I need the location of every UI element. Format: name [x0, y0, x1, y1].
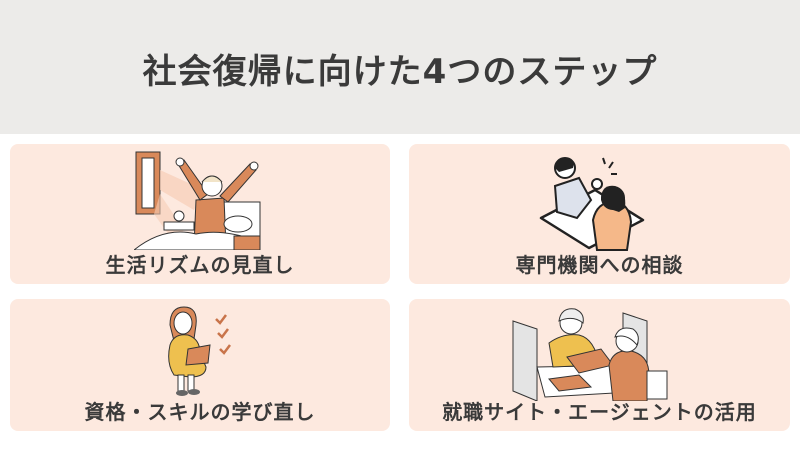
step-label: 専門機関への相談 [515, 253, 684, 277]
header-banner: 社会復帰に向けた4つのステップ [0, 0, 800, 134]
step-card-professional-consultation: 専門機関への相談 [409, 144, 790, 284]
person-waking-up-icon [134, 151, 261, 250]
woman-studying-icon [168, 306, 231, 396]
step-card-job-site-agent: 就職サイト・エージェントの活用 [409, 299, 790, 431]
step-card-skill-relearning: 資格・スキルの学び直し [10, 299, 390, 431]
consultation-icon [539, 157, 645, 251]
step-label: 資格・スキルの学び直し [84, 400, 316, 424]
page-title: 社会復帰に向けた4つのステップ [142, 51, 658, 92]
agent-interview-icon [512, 308, 668, 401]
step-card-lifestyle-rhythm: 生活リズムの見直し [10, 144, 390, 284]
step-label: 生活リズムの見直し [105, 253, 295, 277]
step-label: 就職サイト・エージェントの活用 [442, 400, 757, 424]
